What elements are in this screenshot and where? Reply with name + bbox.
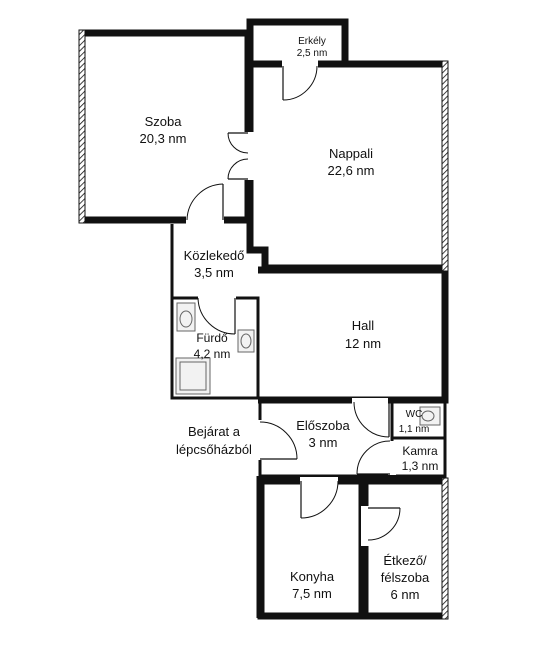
- wc-area: 1,1 nm: [399, 424, 430, 435]
- wall-hatch-szoba-left: [78, 29, 86, 224]
- szoba-name: Szoba: [145, 114, 183, 129]
- szoba-area: 20,3 nm: [140, 131, 187, 146]
- fixtures: [175, 302, 441, 426]
- etkezo-name-line1: Étkező/: [383, 553, 427, 568]
- erkely-area: 2,5 nm: [297, 48, 328, 59]
- nappali-name: Nappali: [329, 146, 373, 161]
- toilet-icon: [419, 406, 441, 426]
- door-swing-icon: [186, 183, 224, 224]
- wall-hatch-etkezo-right: [441, 477, 449, 620]
- wall-hall: [258, 266, 449, 404]
- eloszoba-area: 3 nm: [309, 435, 338, 450]
- door-swing-icon: [300, 477, 339, 519]
- hall-name: Hall: [352, 318, 375, 333]
- etkezo-name-line2: félszoba: [381, 570, 430, 585]
- wall-hatch-nappali-right: [441, 60, 449, 272]
- nappali-area: 22,6 nm: [328, 163, 375, 178]
- bathtub-icon: [175, 357, 211, 395]
- room-labels: Erkély 2,5 nm Szoba 20,3 nm Nappali 22,6…: [140, 36, 439, 602]
- konyha-area: 7,5 nm: [292, 586, 332, 601]
- kozlekedo-area: 3,5 nm: [194, 265, 234, 280]
- door-swing-icon: [282, 60, 318, 101]
- sink-icon: [237, 329, 255, 353]
- toilet-icon: [176, 302, 196, 332]
- entrance-line2: lépcsőházból: [176, 442, 252, 457]
- walls: [78, 18, 449, 620]
- konyha-name: Konyha: [290, 569, 335, 584]
- wc-name: WC: [406, 409, 423, 420]
- hall-area: 12 nm: [345, 336, 381, 351]
- doors: [186, 60, 401, 546]
- furdo-name: Fürdő: [196, 331, 228, 345]
- furdo-area: 4,2 nm: [194, 347, 231, 361]
- door-swing-icon: [227, 132, 254, 180]
- door-swing-icon: [361, 506, 401, 546]
- entrance-line1: Bejárat a: [188, 424, 241, 439]
- erkely-name: Erkély: [298, 36, 326, 47]
- kamra-name: Kamra: [402, 444, 438, 458]
- kamra-area: 1,3 nm: [402, 459, 439, 473]
- door-swing-icon: [256, 420, 298, 460]
- kozlekedo-name: Közlekedő: [184, 248, 245, 263]
- door-swing-icon: [352, 398, 390, 438]
- door-swing-icon: [356, 440, 396, 475]
- door-swing-icon: [197, 294, 236, 335]
- etkezo-area: 6 nm: [391, 587, 420, 602]
- eloszoba-name: Előszoba: [296, 418, 350, 433]
